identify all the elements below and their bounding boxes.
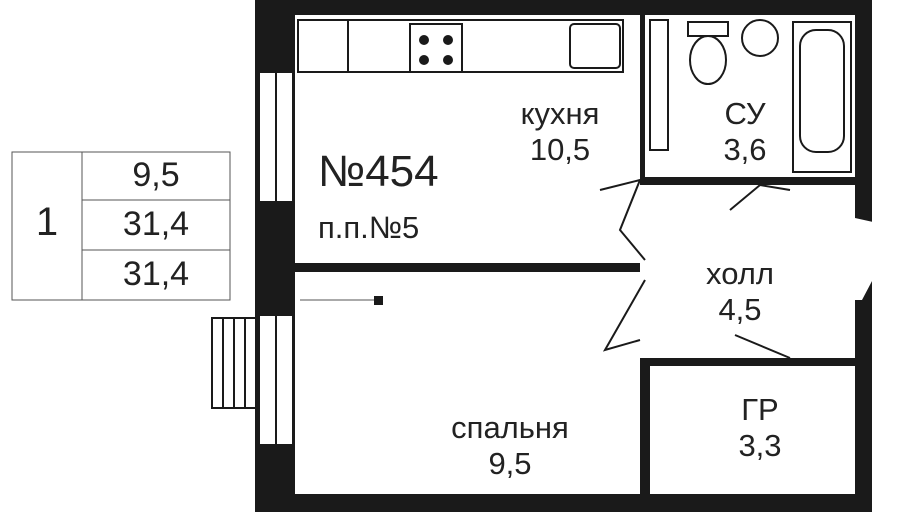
- building-number: п.п.№5: [318, 210, 420, 245]
- door-swing: [729, 183, 791, 211]
- stove-icon: [409, 23, 463, 73]
- toilet-icon: [689, 35, 727, 85]
- total-area-2: 31,4: [122, 255, 190, 293]
- door-swing: [599, 178, 646, 261]
- door-swing: [734, 334, 791, 359]
- wardrobe-room: [650, 366, 855, 494]
- sink-icon: [569, 23, 621, 69]
- apartment-number: №454: [318, 147, 439, 196]
- door-swing: [602, 279, 646, 352]
- washbasin-icon: [741, 19, 779, 57]
- rooms-count: 1: [35, 200, 59, 244]
- summary-table: [11, 151, 231, 301]
- bedroom-room: [295, 272, 640, 494]
- total-area: 31,4: [122, 205, 190, 243]
- living-area: 9,5: [132, 156, 180, 194]
- hall-room: [640, 185, 900, 358]
